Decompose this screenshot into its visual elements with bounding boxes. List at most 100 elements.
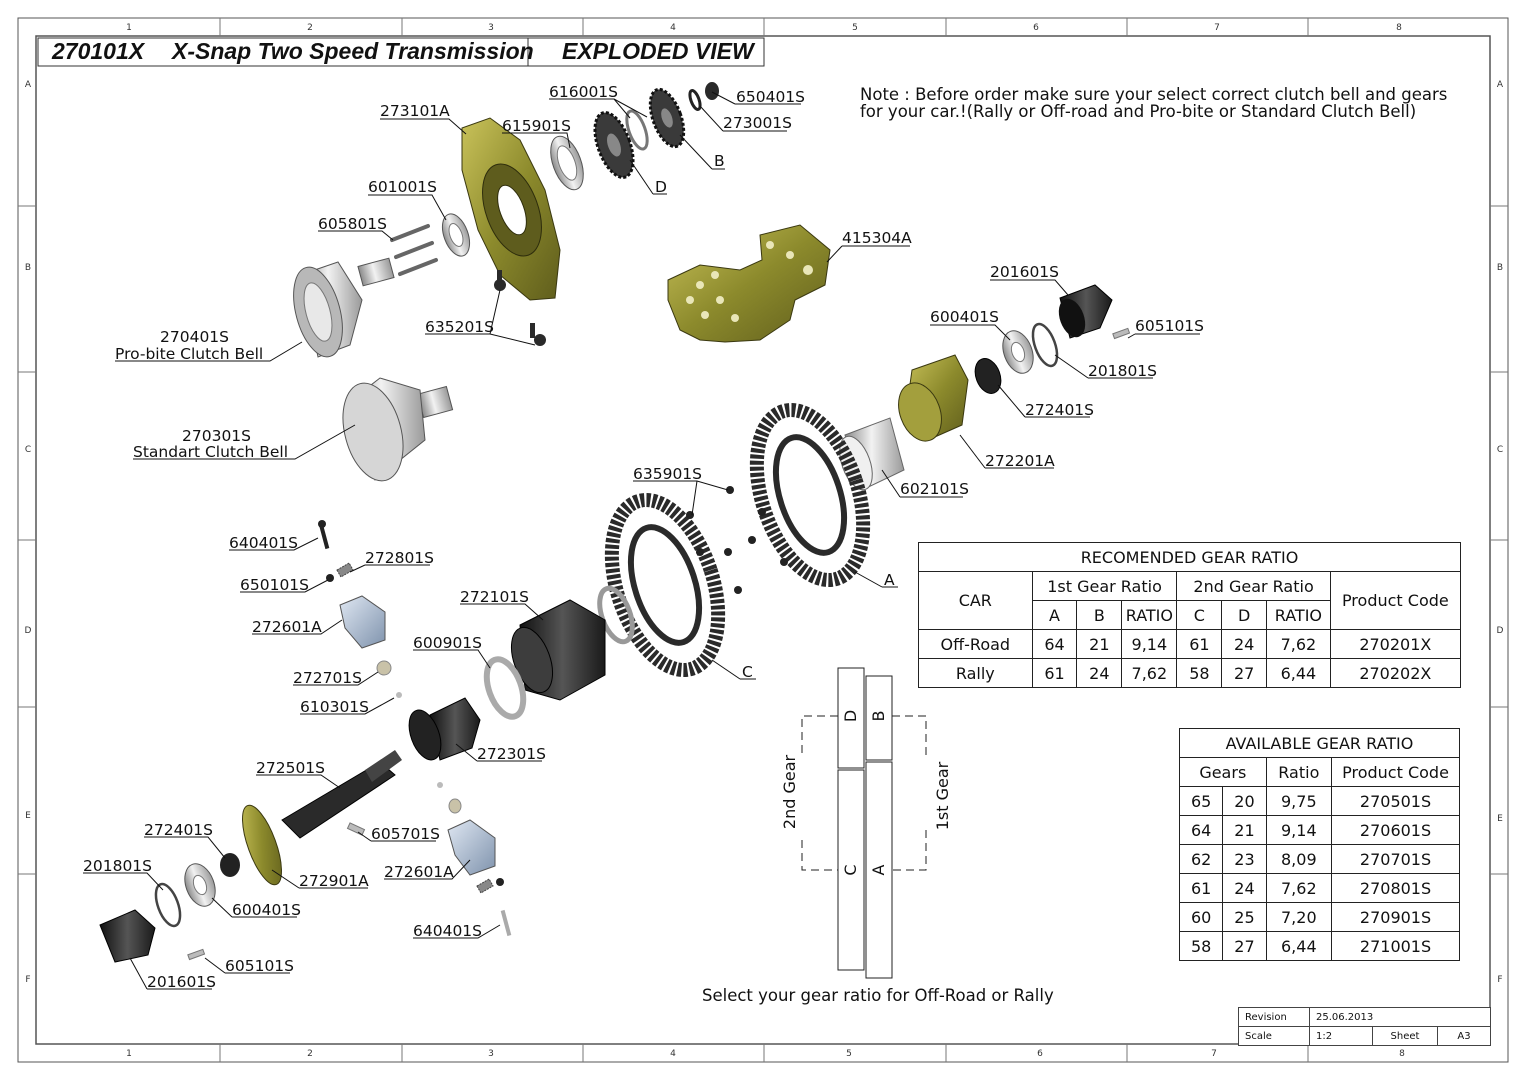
callout-label: 201801S: [1088, 362, 1157, 380]
zone-column-label: 1: [126, 23, 132, 33]
callout-label: Pro-bite Clutch Bell: [115, 345, 263, 363]
callout-label: 273101A: [380, 102, 450, 120]
recommended-gear-ratio-table: RECOMENDED GEAR RATIO CAR 1st Gear Ratio…: [918, 542, 1462, 688]
table-cell: 7,62: [1265, 873, 1333, 903]
callout-label: 272501S: [256, 759, 325, 777]
table-cell: 25: [1222, 902, 1267, 932]
table-cell: 65: [1178, 786, 1224, 816]
callout-label: 600401S: [232, 901, 301, 919]
callout-label: 272301S: [477, 745, 546, 763]
callout-label: A: [884, 571, 895, 589]
gear-A: [749, 403, 871, 587]
revision-value: 25.06.2013: [1309, 1007, 1491, 1027]
callout-label: 272601A: [252, 618, 322, 636]
first-gear-label: 1st Gear: [933, 761, 952, 830]
callout-label: 201601S: [990, 263, 1059, 281]
screws-635901S: [686, 486, 788, 594]
zone-column-label: 7: [1214, 23, 1220, 33]
table-cell: 64: [1031, 629, 1078, 659]
assembly-title: X-Snap Two Speed Transmission: [172, 38, 534, 64]
zone-column-label: 6: [1033, 23, 1039, 33]
zone-column-label: 7: [1211, 1049, 1217, 1059]
callout-label: 635201S: [425, 318, 494, 336]
callout-label: 272401S: [144, 821, 213, 839]
table-cell: 61: [1031, 658, 1078, 688]
table-cell: 61: [1178, 873, 1224, 903]
callout-label: 270401S: [160, 328, 229, 346]
nut-650401S: [705, 82, 719, 100]
zone-row-label: D: [25, 626, 32, 636]
callout-label: 273001S: [723, 114, 792, 132]
callout-label: B: [714, 152, 725, 170]
callout-label: C: [742, 663, 753, 681]
order-note-line-2: for your car.!(Rally or Off-road and Pro…: [860, 102, 1417, 121]
zone-column-label: 4: [670, 1049, 676, 1059]
callout-label: 615901S: [502, 117, 571, 135]
cup-272201A: [898, 354, 969, 442]
table-cell: 20: [1222, 786, 1267, 816]
sub-header: A: [1031, 600, 1078, 630]
bearing-600401S-right: [1002, 330, 1034, 374]
sub-header: B: [1076, 600, 1123, 630]
zone-column-label: 8: [1399, 1049, 1405, 1059]
zone-column-label: 4: [670, 23, 676, 33]
zone-row-label: F: [1497, 975, 1502, 985]
leader-lines: [83, 91, 1200, 990]
screws-635201S: [494, 270, 546, 346]
second-gear-header: 2nd Gear Ratio: [1176, 571, 1331, 601]
callout-label: 272601A: [384, 863, 454, 881]
callout-label: 272901A: [299, 872, 369, 890]
shaft-272501S: [281, 750, 402, 839]
sub-header: D: [1221, 600, 1268, 630]
table-cell: 60: [1178, 902, 1224, 932]
zone-row-label: D: [1497, 626, 1504, 636]
callout-label: 201601S: [147, 973, 216, 991]
table-cell: 7,20: [1265, 902, 1333, 932]
table-cell: 270501S: [1331, 786, 1460, 816]
table-cell: 270801S: [1331, 873, 1460, 903]
table-cell: 24: [1221, 629, 1268, 659]
table-cell: 21: [1076, 629, 1123, 659]
zone-column-label: 5: [852, 23, 858, 33]
table-cell: 9,75: [1265, 786, 1333, 816]
order-note-line-1: Note : Before order make sure your selec…: [860, 85, 1448, 104]
sheet-value: A3: [1437, 1026, 1491, 1046]
table-cell: 270701S: [1331, 844, 1460, 874]
pins-605801S: [390, 224, 438, 276]
table-cell: Off-Road: [918, 629, 1033, 659]
table-cell: 270601S: [1331, 815, 1460, 845]
callout-label: 650401S: [736, 88, 805, 106]
car-header: CAR: [918, 571, 1033, 630]
product-code-header: Product Code: [1329, 571, 1462, 630]
carrier-272101S: [510, 599, 606, 701]
table-cell: 8,09: [1265, 844, 1333, 874]
callout-label: 272701S: [293, 669, 362, 687]
zone-row-label: F: [25, 975, 30, 985]
table-cell: 270202X: [1329, 658, 1462, 688]
zone-row-label: E: [25, 811, 31, 821]
gear-diagram-letter: A: [869, 864, 888, 875]
gear-diagram-letter: C: [841, 864, 860, 875]
table-cell: 58: [1178, 931, 1224, 961]
zone-column-label: 5: [846, 1049, 852, 1059]
bearing-600401S-left: [184, 863, 216, 907]
zone-column-label: 1: [126, 1049, 132, 1059]
order-note: Note : Before order make sure your selec…: [860, 86, 1447, 120]
available-title: AVAILABLE GEAR RATIO: [1179, 728, 1460, 758]
sheet-label: Sheet: [1372, 1026, 1438, 1046]
scale-label: Scale: [1238, 1026, 1310, 1046]
callout-label: 270301S: [182, 427, 251, 445]
callout-label: Standart Clutch Bell: [133, 443, 288, 461]
bracket-415304A: [667, 224, 831, 343]
callout-label: 272401S: [1025, 401, 1094, 419]
ratio-header: Ratio: [1265, 757, 1333, 787]
table-cell: 7,62: [1266, 629, 1331, 659]
sub-header: RATIO: [1121, 600, 1178, 630]
table-cell: 64: [1178, 815, 1224, 845]
zone-column-label: 3: [488, 1049, 494, 1059]
zone-column-label: 2: [307, 23, 313, 33]
